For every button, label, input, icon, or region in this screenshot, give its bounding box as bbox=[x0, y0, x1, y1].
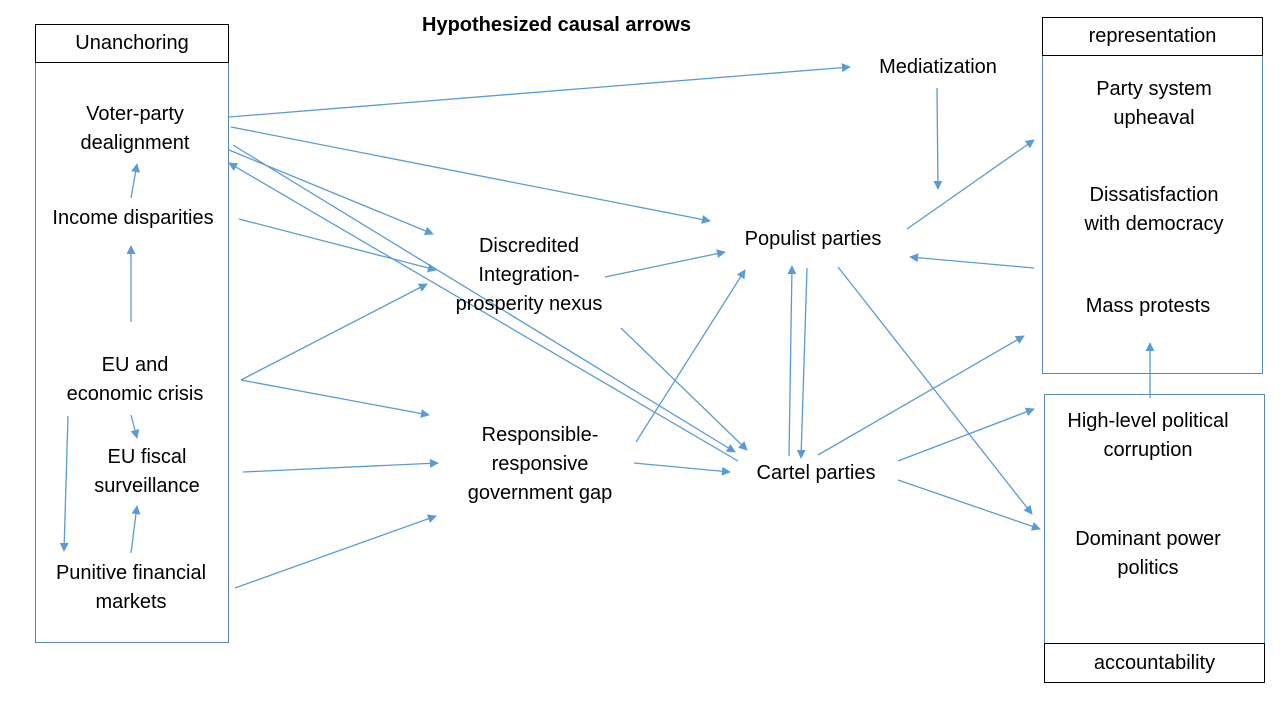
arrow-populist-to-cartel bbox=[796, 267, 808, 459]
arrow-income-to-voter bbox=[130, 163, 141, 199]
node-responsible-responsive-gap: Responsible- responsive government gap bbox=[467, 424, 613, 504]
node-punitive-financial-markets: Punitive financial markets bbox=[55, 562, 207, 613]
node-eu-economic-crisis: EU and economic crisis bbox=[66, 354, 204, 405]
accountability-header: accountability bbox=[1044, 643, 1265, 683]
arrow-crisis-to-discredited bbox=[240, 283, 428, 381]
arrow-discredited-to-cartel bbox=[620, 327, 748, 451]
arrow-mediatization-to-populist bbox=[933, 87, 943, 190]
node-discredited-nexus: Discredited Integration- prosperity nexu… bbox=[455, 235, 603, 315]
arrow-income-to-discredited bbox=[238, 218, 437, 273]
arrow-punitive-to-fiscal bbox=[130, 505, 141, 554]
diagram-title: Hypothesized causal arrows bbox=[422, 14, 691, 36]
arrow-cartel-to-mass-protests bbox=[817, 335, 1025, 456]
arrow-fiscal-to-responsible bbox=[242, 458, 439, 473]
arrow-representation-to-populist bbox=[909, 253, 1035, 269]
arrow-cartel-to-dominant bbox=[897, 479, 1041, 531]
node-voter-party-dealignment: Voter-party dealignment bbox=[80, 103, 190, 154]
arrow-responsible-to-cartel bbox=[633, 462, 731, 476]
node-dominant-power-politics: Dominant power politics bbox=[1075, 528, 1221, 579]
arrow-crisis-to-fiscal bbox=[130, 414, 140, 439]
arrow-responsible-to-populist bbox=[635, 269, 746, 443]
arrow-voter-to-discredited bbox=[228, 149, 434, 236]
arrow-punitive-to-responsible bbox=[234, 514, 437, 589]
arrow-crisis-to-punitive bbox=[59, 415, 69, 552]
arrow-cartel-to-corruption bbox=[897, 407, 1035, 462]
arrow-voter-to-cartel bbox=[232, 144, 736, 453]
arrow-populist-to-party-system bbox=[906, 139, 1035, 230]
unanchoring-header: Unanchoring bbox=[35, 24, 229, 63]
representation-header: representation bbox=[1042, 17, 1263, 56]
arrow-crisis-to-responsible bbox=[240, 379, 430, 418]
node-mass-protests: Mass protests bbox=[1085, 295, 1211, 317]
arrow-voter-to-mediatization bbox=[228, 63, 851, 118]
arrow-voter-to-populist bbox=[230, 126, 711, 224]
node-high-level-corruption: High-level political corruption bbox=[1067, 410, 1229, 461]
node-dissatisfaction-democracy: Dissatisfaction with democracy bbox=[1084, 184, 1224, 235]
arrow-populist-to-dominant bbox=[837, 266, 1033, 515]
node-mediatization: Mediatization bbox=[879, 56, 997, 78]
node-cartel-parties: Cartel parties bbox=[756, 462, 876, 484]
arrow-discredited-to-populist bbox=[604, 249, 726, 278]
arrow-cartel-to-voter bbox=[228, 162, 739, 462]
node-eu-fiscal-surveillance: EU fiscal surveillance bbox=[94, 446, 200, 497]
arrow-cartel-to-populist bbox=[787, 265, 797, 457]
node-party-system-upheaval: Party system upheaval bbox=[1096, 78, 1212, 129]
node-income-disparities: Income disparities bbox=[52, 207, 214, 229]
node-populist-parties: Populist parties bbox=[744, 228, 882, 250]
